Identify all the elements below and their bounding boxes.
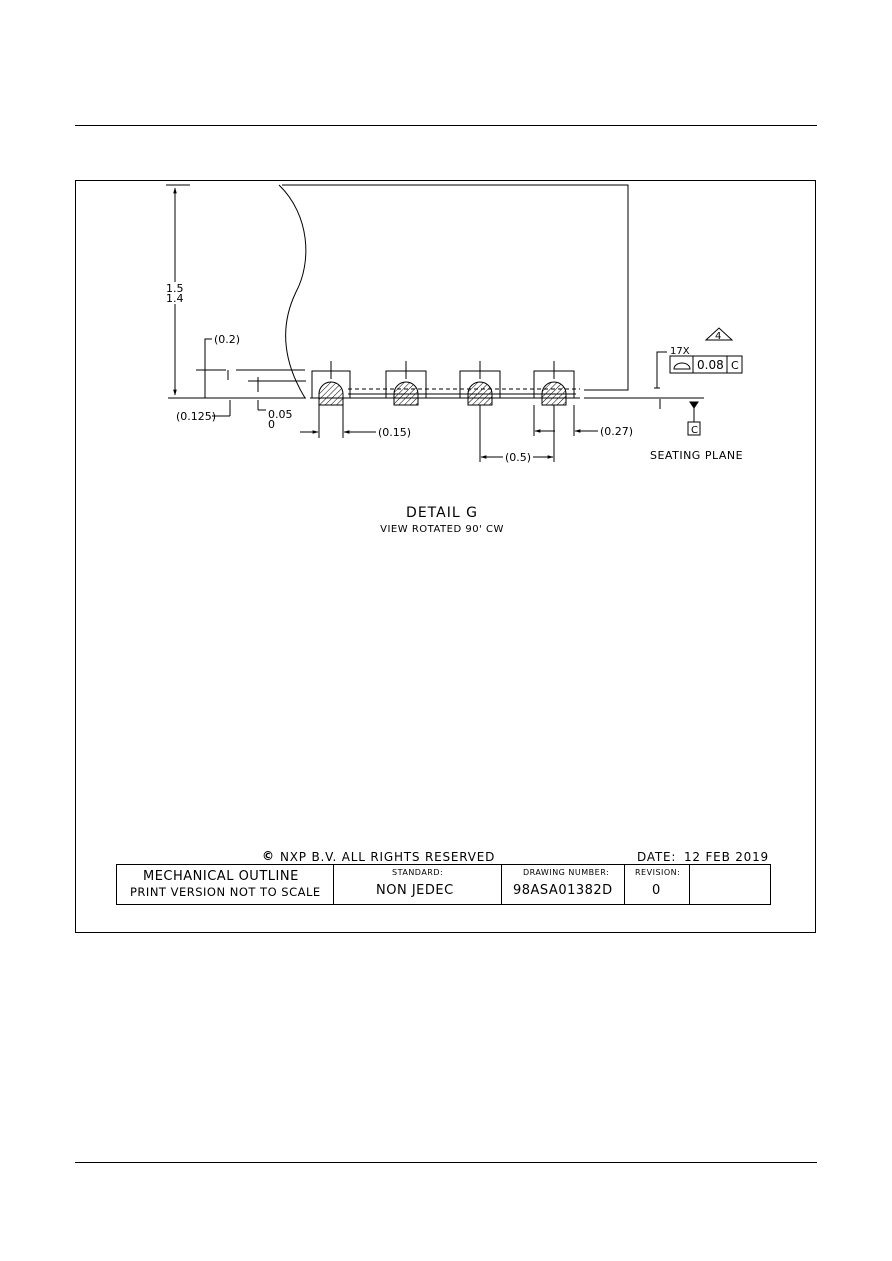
copyright-symbol: © [262, 849, 275, 863]
terminal-pad [459, 361, 501, 406]
standard-label: STANDARD: [392, 868, 444, 877]
empty-cell [690, 865, 770, 904]
revision-label: REVISION: [635, 868, 681, 877]
pad-width-dimension [300, 405, 376, 438]
recess-label: (0.125) [176, 410, 216, 423]
revision-cell: REVISION: 0 [625, 865, 690, 904]
standoff-min-label: 0 [268, 418, 275, 431]
date-value: 12 FEB 2019 [684, 850, 769, 864]
tolerance-datum: C [731, 359, 739, 372]
terminal-pad [311, 361, 351, 406]
terminal-pads [311, 361, 575, 406]
datum-c-symbol [687, 401, 701, 436]
pitch-dimension [479, 405, 555, 462]
pad-offset-label: (0.2) [214, 333, 240, 346]
title-line-2: PRINT VERSION NOT TO SCALE [130, 885, 321, 899]
seating-plane-label: SEATING PLANE [650, 449, 743, 462]
height-max-label: 1.5 [166, 282, 184, 295]
datum-label: C [691, 425, 698, 436]
pitch-label: (0.5) [505, 451, 531, 464]
height-dimension [166, 184, 190, 396]
drawing-number-label: DRAWING NUMBER: [523, 868, 610, 877]
drawing-number-value: 98ASA01382D [513, 883, 613, 898]
date-label: DATE: [637, 850, 677, 864]
note-number: 4 [715, 331, 721, 342]
pad-offset-dimension [196, 338, 305, 398]
standoff-max-label: 0.05 [268, 408, 293, 421]
tolerance-count: 17X [670, 346, 690, 357]
footer-rule [75, 1162, 817, 1163]
title-line-1: MECHANICAL OUTLINE [143, 869, 299, 884]
title-cell: MECHANICAL OUTLINE PRINT VERSION NOT TO … [117, 865, 334, 904]
standoff-dimension [212, 377, 306, 417]
terminal-width-label: (0.27) [600, 425, 633, 438]
standard-cell: STANDARD: NON JEDEC [334, 865, 502, 904]
detail-subtitle: VIEW ROTATED 90' CW [380, 524, 504, 535]
title-block: MECHANICAL OUTLINE PRINT VERSION NOT TO … [116, 864, 771, 905]
pad-width-label: (0.15) [378, 426, 411, 439]
tolerance-value: 0.08 [697, 358, 724, 372]
break-line [278, 184, 307, 399]
copyright-text: NXP B.V. ALL RIGHTS RESERVED [280, 850, 496, 864]
detail-title: DETAIL G [406, 505, 478, 521]
height-min-label: 1.4 [166, 292, 184, 305]
drawing-number-cell: DRAWING NUMBER: 98ASA01382D [502, 865, 625, 904]
standard-value: NON JEDEC [376, 883, 454, 898]
package-body-outline [282, 184, 629, 391]
tolerance-frame [654, 327, 743, 409]
header-rule [75, 125, 817, 126]
terminal-pad [385, 361, 427, 406]
revision-value: 0 [652, 883, 661, 898]
terminal-pad [533, 361, 575, 406]
drawing-frame [75, 180, 816, 933]
terminal-width-dimension [533, 405, 598, 436]
